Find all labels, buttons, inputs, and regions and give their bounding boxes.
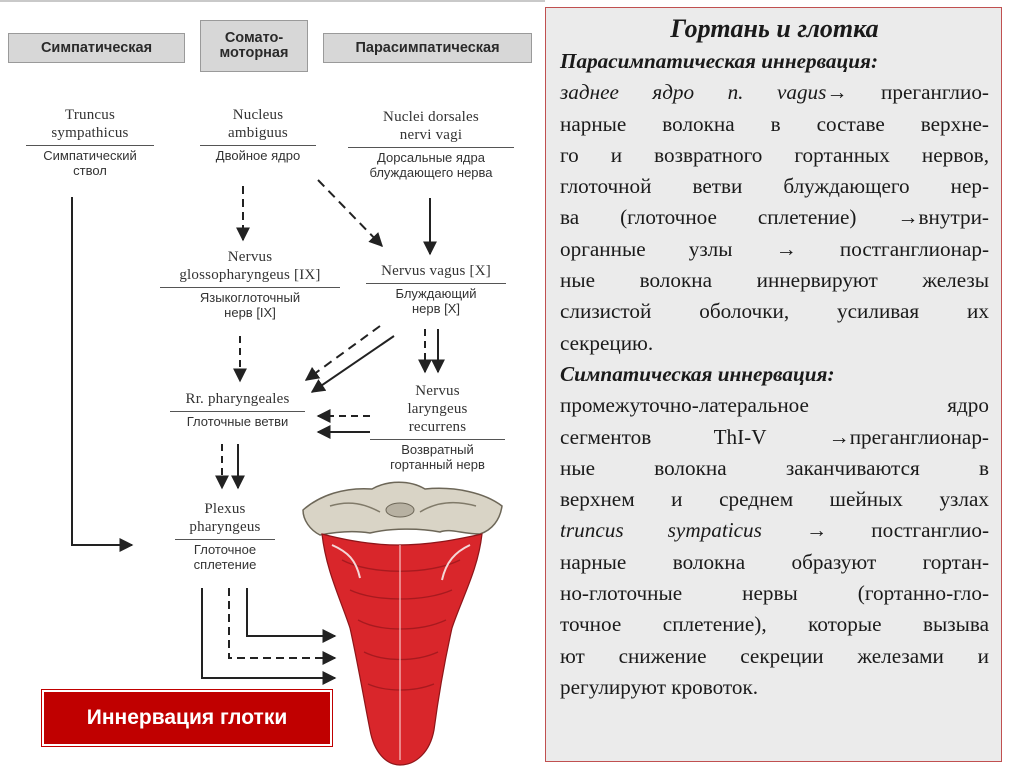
innervation-diagram: Симпатическая Сомато- моторная Парасимпа…	[0, 0, 545, 767]
text-panel: Гортань и глотка Парасимпатическая иннер…	[545, 7, 1002, 762]
node-plexus-pharyngeus: Plexus pharyngeus Глоточное сплетение	[175, 500, 275, 572]
plexus-rus-2: сплетение	[193, 557, 257, 572]
ambiguus-lat-2: ambiguus	[228, 125, 288, 141]
symp-line-6: нарные волокна образуют гортан-	[560, 549, 989, 574]
ambiguus-rule	[200, 145, 316, 146]
symp-line-1: промежуточно-латеральное ядро	[560, 393, 989, 418]
node-truncus-sympathicus: Truncus sympathicus Симпатический ствол	[26, 106, 154, 178]
plexus-lat-2: pharyngeus	[189, 519, 261, 535]
header-parasympathetic-label: Парасимпатическая	[355, 39, 500, 56]
para-line-1: заднее ядро n. vagus→ преганглио-	[560, 77, 989, 108]
para-line-3: го и возвратного гортанных нервов,	[560, 142, 989, 167]
glosso-lat-2: glossopharyngeus [IX]	[179, 267, 321, 283]
arrow-vagus-to-pharyngeales-solid	[310, 335, 395, 393]
plexus-lat-1: Plexus	[204, 501, 246, 517]
glosso-rule	[160, 287, 340, 288]
node-nervus-vagus: Nervus vagus [X] Блуждающий нерв [X]	[366, 262, 506, 316]
truncus-lat-1: Truncus	[64, 107, 116, 123]
symp-line-5-rest: → постганглио-	[761, 518, 990, 543]
node-nuclei-dorsales: Nuclei dorsales nervi vagi Дорсальные яд…	[348, 108, 514, 180]
plexus-rus-1: Глоточное	[193, 542, 257, 557]
para-line-6: органные узлы → постганглионар-	[560, 236, 989, 261]
panel-title: Гортань и глотка	[670, 14, 879, 43]
sympathetic-heading: Симпатическая иннервация:	[560, 361, 835, 386]
ambiguus-lat-1: Nucleus	[232, 107, 284, 123]
pharyngeales-lat-1: Rr. pharyngeales	[185, 391, 290, 407]
top-divider	[0, 0, 545, 2]
truncus-rule	[26, 145, 154, 146]
node-rr-pharyngeales: Rr. pharyngeales Глоточные ветви	[170, 390, 305, 429]
arrow-ambiguus-to-vagus	[317, 179, 383, 248]
para-line-5: ва (глоточное сплетение) →внутри-	[560, 205, 989, 230]
arrow-truncus-to-plexus	[71, 197, 134, 552]
symp-line-10: регулируют кровоток.	[560, 674, 759, 699]
vagus-rus-1: Блуждающий	[395, 286, 477, 301]
para-line-7: ные волокна иннервируют железы	[560, 268, 989, 293]
pharyngeales-rus-1: Глоточные ветви	[186, 414, 289, 429]
para-line-9: секрецию.	[560, 330, 654, 355]
para-line-4: глоточной ветви блуждающего нер-	[560, 174, 989, 199]
arrow-vagus-to-pharyngeales-dashed	[304, 325, 381, 381]
arrow-plexus-to-pharynx-1	[246, 588, 337, 643]
header-somatomotor: Сомато- моторная	[200, 20, 308, 72]
diagram-caption-text: Иннервация глотки	[86, 706, 288, 729]
symp-line-7: но-глоточные нервы (гортанно-гло-	[560, 581, 989, 606]
parasympathetic-heading: Парасимпатическая иннервация:	[560, 49, 879, 73]
dorsales-rule	[348, 147, 514, 148]
header-somatomotor-line2: моторная	[219, 45, 289, 61]
symp-line-8: точное сплетение), которые вызыва	[560, 612, 989, 637]
arrow-plexus-to-pharynx-2	[228, 588, 337, 665]
truncus-lat-2: sympathicus	[51, 125, 129, 141]
pharyngeales-rule	[170, 411, 305, 412]
glosso-rus-2: нерв [IX]	[224, 305, 276, 320]
plexus-rule	[175, 539, 275, 540]
header-parasympathetic: Парасимпатическая	[323, 33, 532, 63]
laryngeus-lat-1: Nervus	[415, 383, 460, 399]
symp-line-5-italic: truncus sympaticus	[560, 518, 762, 543]
node-nucleus-ambiguus: Nucleus ambiguus Двойное ядро	[200, 106, 316, 163]
laryngeus-lat-3: recurrens	[408, 419, 467, 435]
glosso-rus-1: Языкоглоточный	[199, 290, 301, 305]
ambiguus-rus-1: Двойное ядро	[215, 148, 301, 163]
para-line-8: слизистой оболочки, усиливая их	[560, 299, 989, 324]
dorsales-lat-2: nervi vagi	[399, 127, 463, 143]
laryngeus-rule	[370, 439, 505, 440]
dorsales-rus-1: Дорсальные ядра	[377, 150, 485, 165]
pharynx-illustration	[302, 481, 503, 766]
node-laryngeus-recurrens: Nervus laryngeus recurrens Возвратный го…	[370, 382, 505, 472]
laryngeus-rus-2: гортанный нерв	[390, 457, 485, 472]
diagram-caption: Иннервация глотки	[42, 690, 332, 746]
symp-line-5: truncus sympaticus → постганглио-	[560, 515, 989, 546]
laryngeus-rus-1: Возвратный	[401, 442, 474, 457]
para-line-1-rest: → преганглио-	[826, 80, 989, 105]
symp-line-2: сегментов ThI-V →преганглионар-	[560, 424, 989, 449]
vagus-rule	[366, 283, 506, 284]
para-line-1-italic: заднее ядро n. vagus	[560, 80, 827, 105]
laryngeus-lat-2: laryngeus	[407, 401, 468, 417]
pharynx-muscle	[321, 533, 483, 766]
symp-line-9: ют снижение секреции железами и	[560, 643, 989, 668]
header-sympathetic: Симпатическая	[8, 33, 185, 63]
symp-line-4: верхнем и среднем шейных узлах	[560, 487, 989, 512]
truncus-rus-2: ствол	[73, 163, 107, 178]
header-sympathetic-label: Симпатическая	[40, 39, 153, 56]
para-line-2: нарные волокна в составе верхне-	[560, 111, 989, 136]
vagus-rus-2: нерв [X]	[411, 301, 461, 316]
symp-line-3: ные волокна заканчиваются в	[560, 455, 989, 480]
header-somatomotor-line1: Сомато-	[224, 30, 284, 46]
dorsales-rus-2: блуждающего нерва	[369, 165, 493, 180]
node-glossopharyngeus: Nervus glossopharyngeus [IX] Языкоглоточ…	[160, 248, 340, 320]
vagus-lat-1: Nervus vagus [X]	[381, 263, 491, 279]
dorsales-lat-1: Nuclei dorsales	[383, 109, 479, 125]
arrow-layer	[71, 179, 503, 766]
arrow-plexus-to-pharynx-3	[201, 588, 337, 685]
truncus-rus-1: Симпатический	[43, 148, 137, 163]
glosso-lat-1: Nervus	[227, 249, 273, 265]
